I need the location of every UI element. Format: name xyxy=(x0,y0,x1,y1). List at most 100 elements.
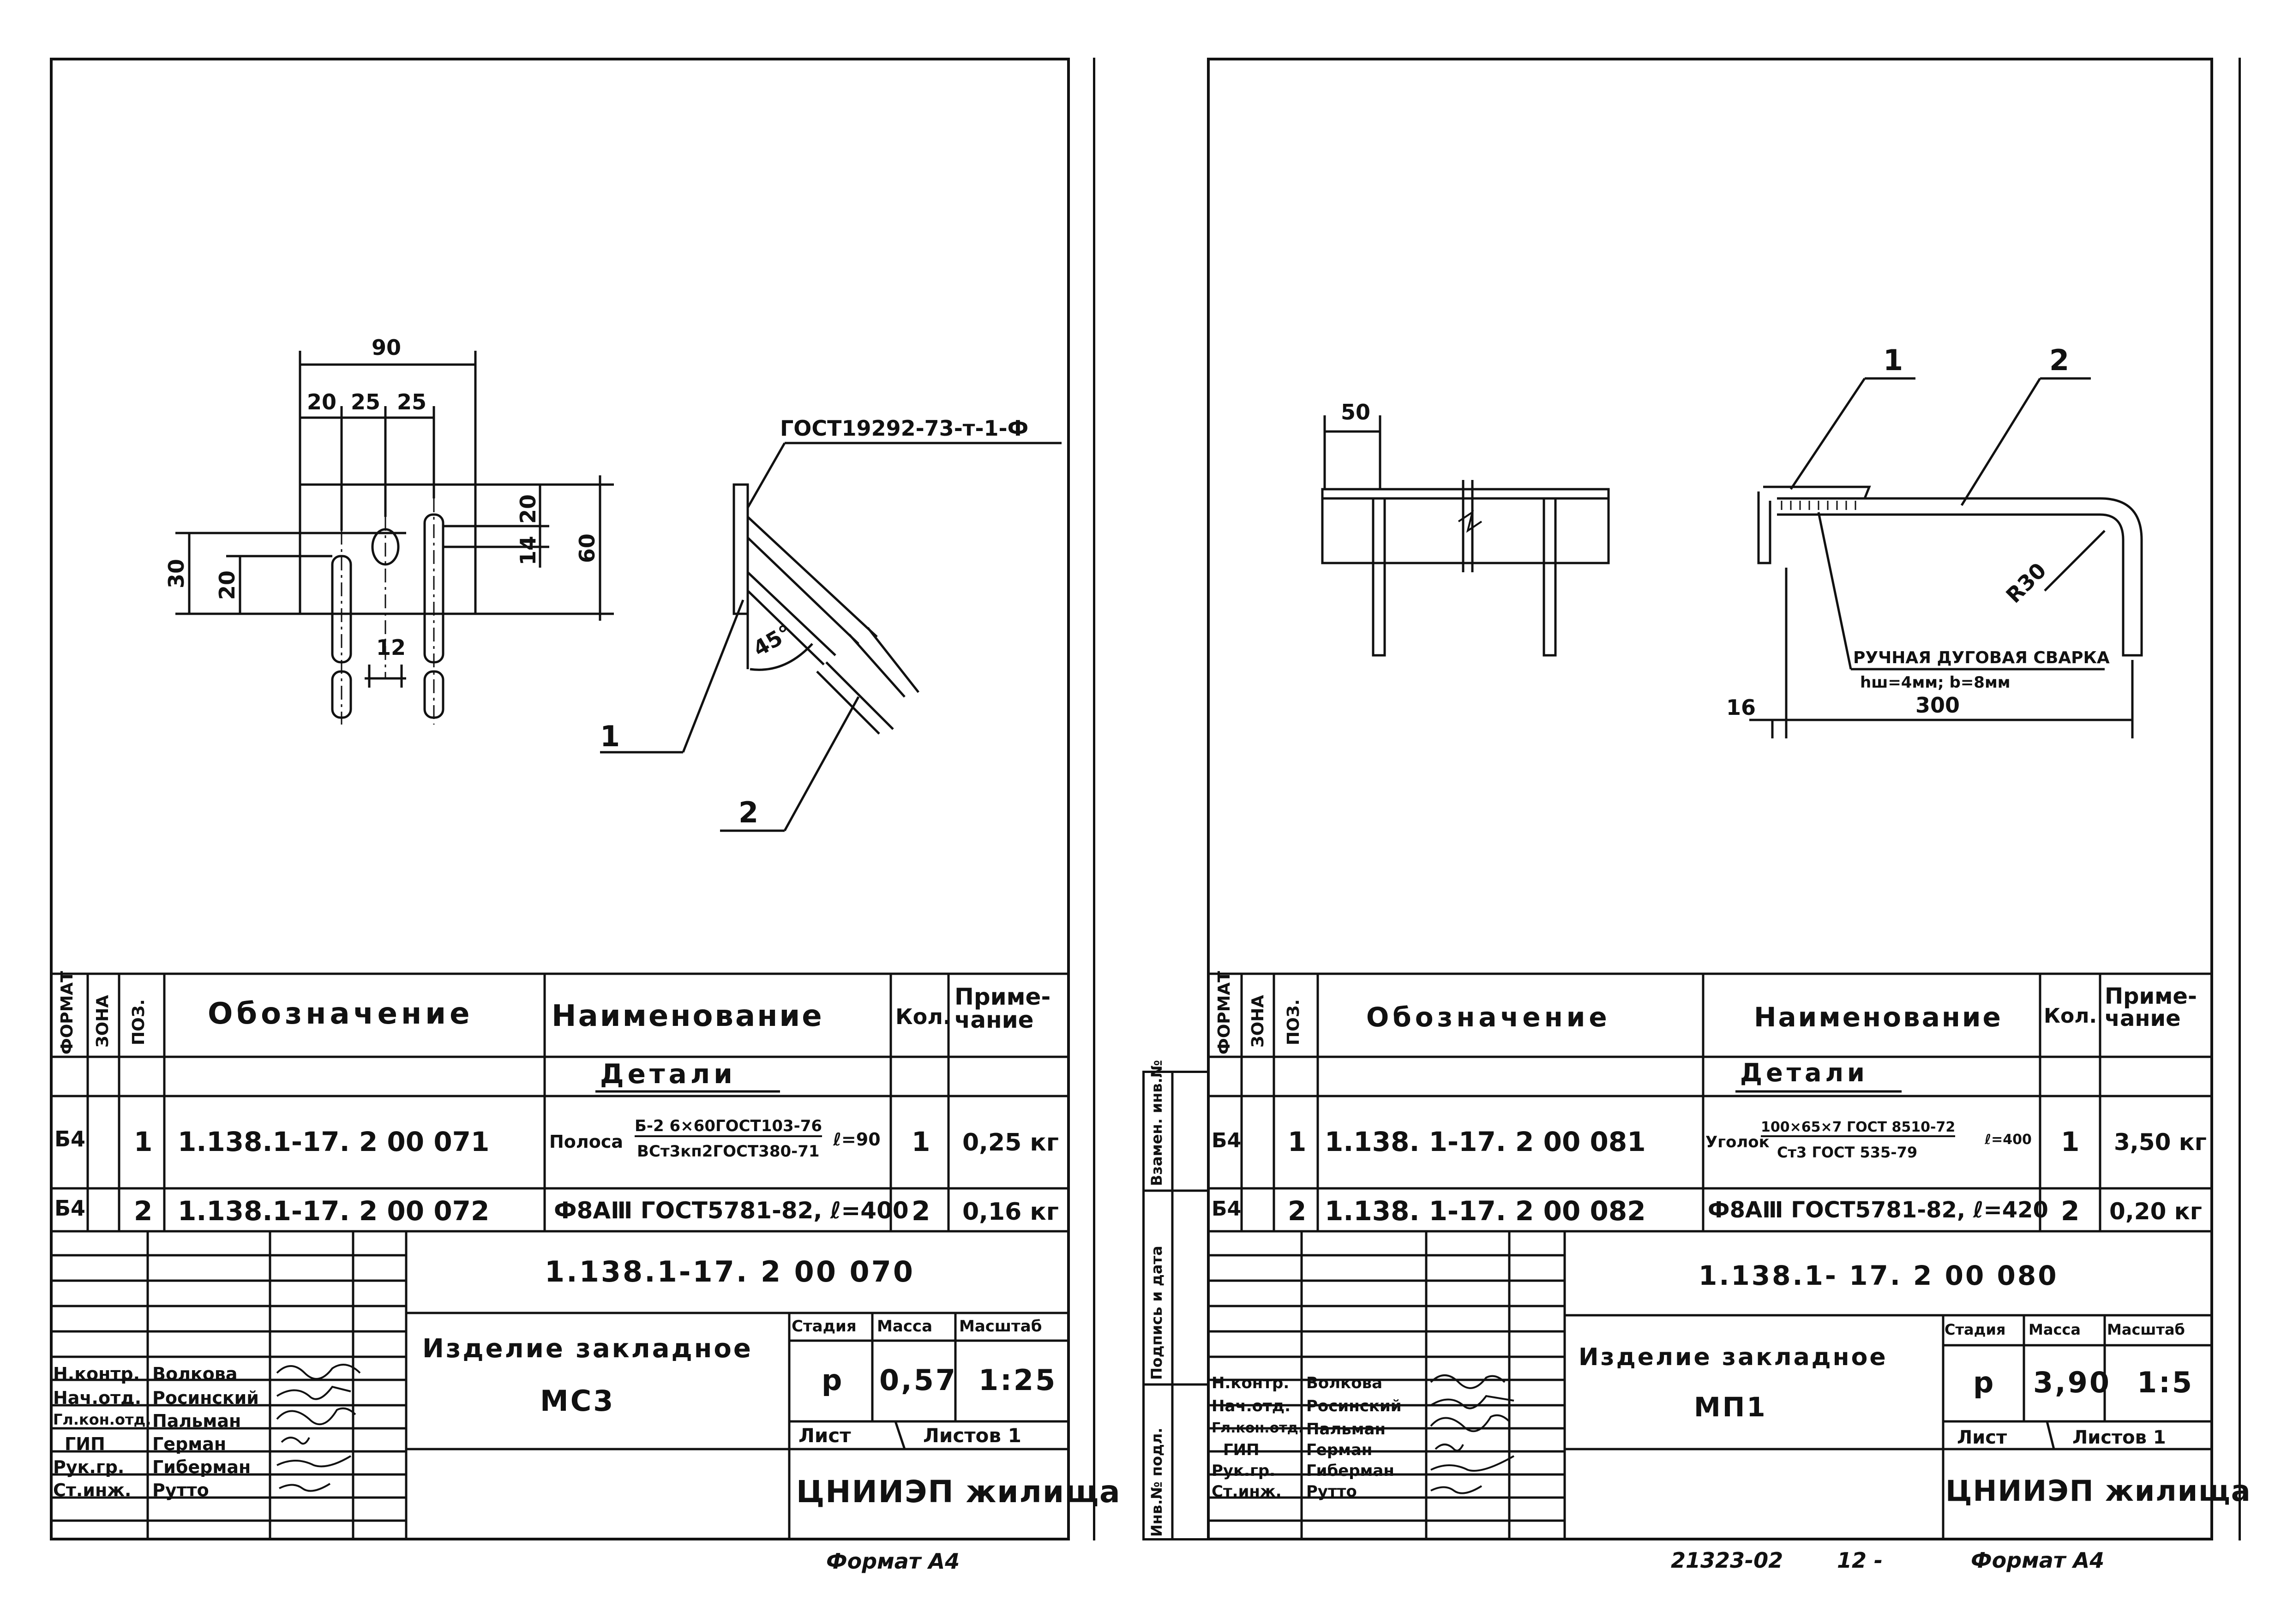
row2-designation-right: 1.138. 1-17. 2 00 082 xyxy=(1325,1195,1646,1227)
name-0-right: Волкова xyxy=(1306,1374,1383,1392)
right-sheet-frame xyxy=(1207,58,2213,1540)
role-4-left: Рук.гр. xyxy=(53,1457,125,1477)
row2-format-right: Б4 xyxy=(1212,1197,1242,1221)
mass-label-right: Масса xyxy=(2029,1321,2081,1338)
row1-qty-left: 1 xyxy=(912,1126,930,1157)
doc-code-left: 1.138.1-17. 2 00 070 xyxy=(545,1255,915,1288)
row1-name-bottom-left: ВСт3кп2ГОСТ380-71 xyxy=(637,1142,820,1161)
row2-qty-left: 2 xyxy=(912,1195,930,1227)
col-name-left: Наименование xyxy=(552,999,824,1033)
mass-right: 3,90 xyxy=(2033,1366,2111,1399)
row1-designation-left: 1.138.1-17. 2 00 071 xyxy=(178,1126,490,1157)
role-1-right: Нач.отд. xyxy=(1212,1397,1291,1415)
sheets-label-left: Листов 1 xyxy=(923,1424,1021,1447)
col-qty-left: Кол. xyxy=(895,1004,951,1029)
row1-name-top-left: Б-2 6×60ГОСТ103-76 xyxy=(635,1117,822,1137)
row2-note-left: 0,16 кг xyxy=(962,1198,1059,1226)
row2-format-left: Б4 xyxy=(54,1196,86,1221)
weld-note-left: ГОСТ19292-73-т-1-Ф xyxy=(780,416,1029,441)
scale-right: 1:5 xyxy=(2137,1366,2194,1399)
role-1-left: Нач.отд. xyxy=(53,1388,142,1408)
title-line2-left: МС3 xyxy=(540,1384,615,1418)
dim-60: 60 xyxy=(575,533,600,563)
scale-label-right: Масштаб xyxy=(2107,1321,2185,1338)
sheet-label-left: Лист xyxy=(798,1424,851,1447)
section-details-right: Детали xyxy=(1740,1058,1868,1087)
row1-name-prefix-right: Уголок xyxy=(1705,1133,1770,1151)
role-3-left: ГИП xyxy=(65,1434,105,1454)
row1-pos-right: 1 xyxy=(1288,1126,1307,1157)
org-right: ЦНИИЭП жилища xyxy=(1945,1474,2251,1508)
role-2-right: Гл.кон.отд. xyxy=(1212,1420,1304,1436)
row2-pos-left: 2 xyxy=(134,1195,153,1227)
stamp-sign-date: Подпись и дата xyxy=(1148,1246,1165,1380)
scale-label-left: Масштаб xyxy=(959,1317,1042,1336)
name-2-left: Пальман xyxy=(152,1411,241,1431)
mass-label-left: Масса xyxy=(877,1317,933,1336)
row2-designation-left: 1.138.1-17. 2 00 072 xyxy=(178,1195,490,1227)
doc-code-right: 1.138.1- 17. 2 00 080 xyxy=(1699,1260,2059,1291)
stage-label-right: Стадия xyxy=(1945,1321,2006,1338)
dim-20-right: 20 xyxy=(516,494,541,524)
right-sheet-right-margin-line xyxy=(2239,58,2241,1540)
dim-20: 20 xyxy=(307,390,337,414)
role-4-right: Рук.гр. xyxy=(1212,1462,1276,1480)
weld-params-right: hш=4мм; b=8мм xyxy=(1860,673,2011,692)
name-1-left: Росинский xyxy=(152,1388,259,1408)
callout-2-right: 2 xyxy=(2049,343,2071,377)
dim-25a: 25 xyxy=(351,390,381,414)
dim-12: 12 xyxy=(376,635,406,660)
row2-name-right: Ф8АⅢ ГОСТ5781-82, ℓ=420 xyxy=(1708,1197,2048,1223)
role-0-right: Н.контр. xyxy=(1212,1374,1290,1392)
row1-name-suffix-right: ℓ=400 xyxy=(1985,1132,2032,1148)
dim-30: 30 xyxy=(164,558,189,589)
stage-right: р xyxy=(1973,1366,1996,1399)
col-pos-right: ПОЗ. xyxy=(1284,999,1303,1045)
stamp-inv-orig: Инв.№ подл. xyxy=(1148,1427,1165,1537)
right-side-stamp xyxy=(1142,1071,1209,1540)
name-5-left: Рутто xyxy=(152,1480,209,1500)
col-format-right: ФОРМАТ xyxy=(1215,971,1234,1055)
row1-note-right: 3,50 кг xyxy=(2114,1129,2207,1156)
row2-pos-right: 2 xyxy=(1288,1195,1307,1227)
dim-25b: 25 xyxy=(397,390,427,414)
row1-name-suffix-left: ℓ=90 xyxy=(833,1129,881,1150)
row1-name-prefix-left: Полоса xyxy=(549,1132,624,1152)
col-designation-right: Обозначение xyxy=(1366,1001,1611,1033)
title-line1-left: Изделие закладное xyxy=(422,1334,753,1364)
callout-1-right: 1 xyxy=(1883,343,1905,377)
name-0-left: Волкова xyxy=(152,1364,238,1384)
dim-50: 50 xyxy=(1341,400,1371,425)
role-5-right: Ст.инж. xyxy=(1212,1482,1282,1501)
stage-left: р xyxy=(822,1363,844,1397)
role-0-left: Н.контр. xyxy=(53,1364,140,1384)
stage-label-left: Стадия xyxy=(792,1317,857,1336)
callout-2-left: 2 xyxy=(738,796,761,829)
format-label-right: Формат А4 xyxy=(1971,1548,2105,1573)
row1-qty-right: 1 xyxy=(2061,1126,2080,1157)
dim-20-left: 20 xyxy=(215,570,240,600)
dim-16: 16 xyxy=(1726,695,1756,720)
left-sheet-right-margin-line xyxy=(1093,58,1095,1540)
weld-note-right: ручная дуговая сварка xyxy=(1853,648,2110,667)
mass-left: 0,57 xyxy=(879,1363,957,1397)
format-label-left: Формат А4 xyxy=(826,1549,960,1574)
callout-1-left: 1 xyxy=(600,719,622,753)
scale-left: 1:25 xyxy=(978,1363,1057,1397)
sheets-label-right: Листов 1 xyxy=(2072,1427,2166,1448)
dim-300: 300 xyxy=(1915,693,1960,718)
name-3-right: Герман xyxy=(1306,1441,1373,1459)
row1-note-left: 0,25 кг xyxy=(962,1129,1059,1157)
col-qty-right: Кол. xyxy=(2044,1004,2097,1028)
col-zone-right: ЗОНА xyxy=(1249,995,1267,1048)
row1-pos-left: 1 xyxy=(134,1126,153,1157)
row1-designation-right: 1.138. 1-17. 2 00 081 xyxy=(1325,1126,1646,1157)
col-format-left: ФОРМАТ xyxy=(58,971,77,1055)
name-4-right: Гиберман xyxy=(1306,1462,1394,1480)
row1-format-left: Б4 xyxy=(54,1127,86,1151)
col-name-right: Наименование xyxy=(1754,1001,2003,1033)
row1-format-right: Б4 xyxy=(1212,1129,1242,1152)
col-designation-left: Обозначение xyxy=(208,997,474,1031)
name-1-right: Росинский xyxy=(1306,1397,1402,1415)
col-zone-left: ЗОНА xyxy=(93,995,112,1048)
